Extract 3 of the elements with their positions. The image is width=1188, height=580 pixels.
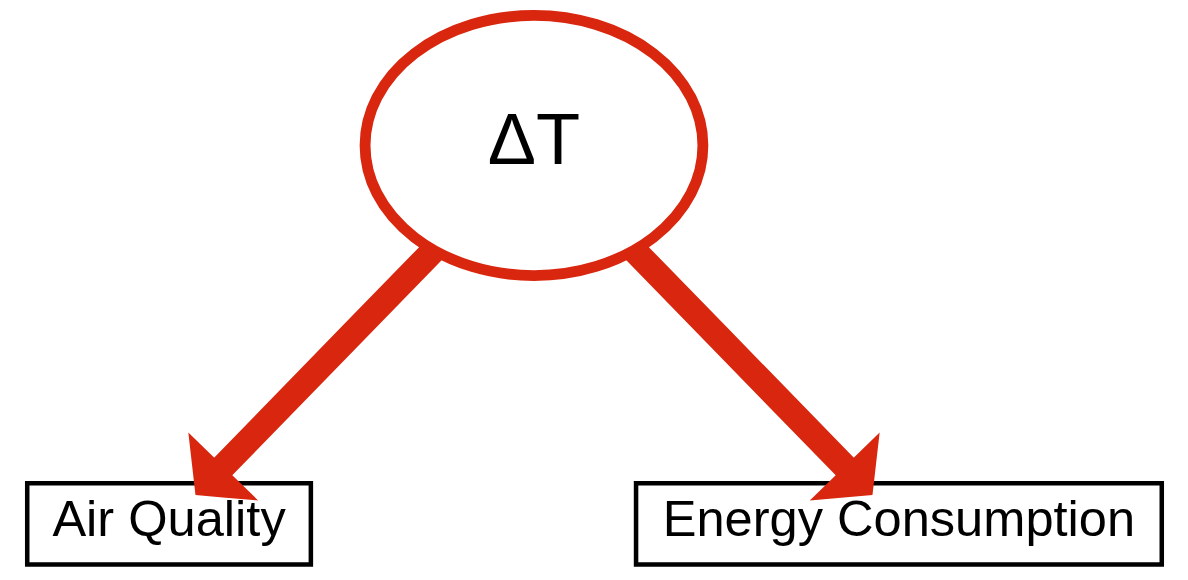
node-box: Energy Consumption: [633, 481, 1164, 567]
node-ellipse: ΔT: [359, 10, 708, 281]
node-box: Air Quality: [24, 481, 313, 567]
